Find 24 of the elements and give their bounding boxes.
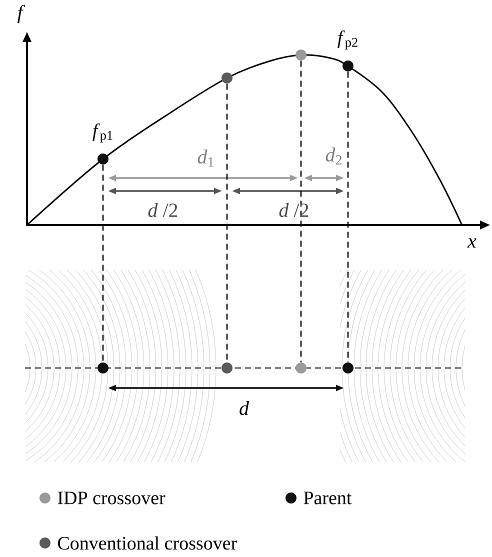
axis-label: f — [17, 4, 26, 24]
drop-line — [102, 164, 104, 362]
point-dot — [98, 154, 108, 164]
point-dot — [342, 60, 354, 72]
point-label: f$_{p2}$ — [338, 30, 358, 50]
legend-label: IDP crossover — [58, 492, 166, 504]
legend-label: Conventional crossover — [58, 536, 237, 550]
point-label: f$_{p1}$ — [92, 124, 112, 143]
dimension-label: d — [240, 400, 250, 416]
dimension-label: d$_{1}$ — [198, 150, 214, 166]
point-dot — [222, 72, 232, 84]
axis-label: x — [467, 238, 476, 248]
dimension-label: d$_{2}$ — [326, 148, 342, 164]
drop-line — [300, 60, 302, 362]
drop-line — [347, 72, 349, 362]
dimension-label: d /2 — [148, 202, 178, 218]
dimension-label: d /2 — [279, 202, 308, 218]
point-dot — [222, 362, 232, 374]
point-dot — [342, 362, 354, 374]
point-dot — [296, 362, 306, 374]
legend-label: Parent — [304, 492, 352, 504]
drop-line — [226, 84, 228, 362]
point-dot — [98, 362, 108, 374]
point-dot — [296, 50, 306, 60]
